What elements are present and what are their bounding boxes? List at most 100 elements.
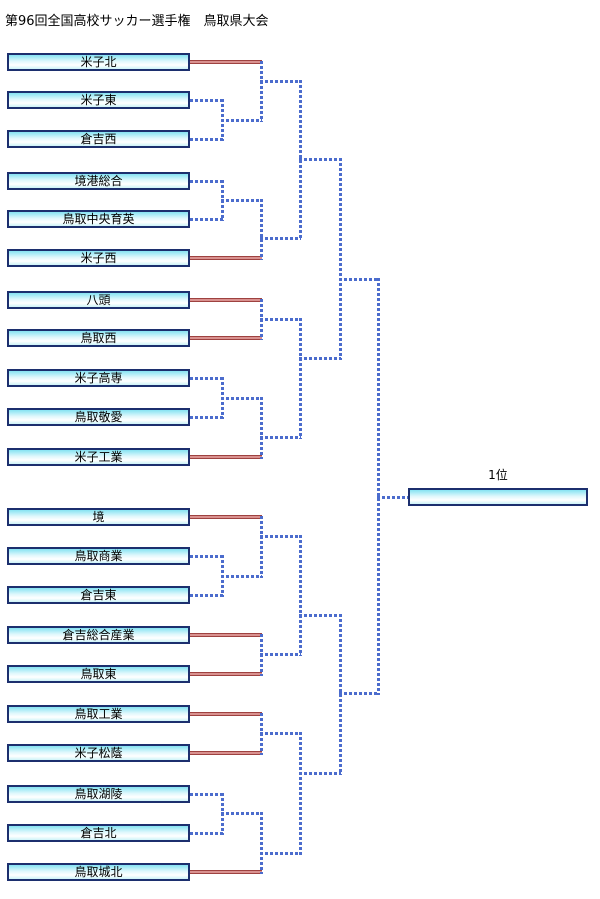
match-line-solid — [190, 60, 262, 64]
match-line-dotted — [190, 555, 223, 558]
bracket-vertical-dotted — [221, 555, 224, 597]
team-box: 倉吉総合産業 — [7, 626, 190, 644]
match-line-dotted — [190, 180, 223, 183]
first-place-label: 1位 — [488, 468, 508, 482]
bracket-vertical-dotted — [260, 61, 263, 122]
match-line-dotted — [299, 158, 341, 161]
team-box: 鳥取敬愛 — [7, 408, 190, 426]
bracket-vertical-dotted — [299, 732, 302, 855]
match-line-dotted — [221, 812, 262, 815]
match-line-dotted — [190, 138, 223, 141]
match-line-dotted — [190, 218, 223, 221]
champion-box — [408, 488, 588, 506]
match-line-dotted — [260, 80, 301, 83]
match-line-dotted — [339, 278, 379, 281]
match-line-dotted — [339, 692, 379, 695]
team-box: 鳥取湖陵 — [7, 785, 190, 803]
team-box: 鳥取商業 — [7, 547, 190, 565]
bracket-vertical-dotted — [260, 713, 263, 755]
bracket-vertical-dotted — [260, 397, 263, 459]
match-line-dotted — [221, 575, 262, 578]
team-name: 境 — [92, 510, 105, 524]
match-line-solid — [190, 633, 262, 637]
team-box: 倉吉東 — [7, 586, 190, 604]
match-line-dotted — [190, 99, 223, 102]
bracket-vertical-dotted — [299, 318, 302, 439]
team-box: 米子高専 — [7, 369, 190, 387]
match-line-solid — [190, 672, 262, 676]
bracket-vertical-dotted — [260, 812, 263, 874]
team-name: 鳥取敬愛 — [74, 410, 123, 424]
bracket-vertical-dotted — [260, 299, 263, 340]
team-name: 鳥取城北 — [74, 865, 123, 879]
bracket-vertical-dotted — [299, 80, 302, 240]
team-box: 米子工業 — [7, 448, 190, 466]
match-line-dotted — [260, 436, 301, 439]
team-name: 鳥取東 — [80, 667, 117, 681]
team-box: 八頭 — [7, 291, 190, 309]
team-box: 米子東 — [7, 91, 190, 109]
bracket-vertical-dotted — [221, 180, 224, 221]
bracket-vertical-dotted — [299, 535, 302, 656]
team-name: 鳥取工業 — [74, 707, 123, 721]
bracket-vertical-dotted — [377, 278, 380, 695]
team-name: 倉吉総合産業 — [62, 628, 135, 642]
team-box: 米子北 — [7, 53, 190, 71]
page-title: 第96回全国高校サッカー選手権 鳥取県大会 — [5, 14, 269, 29]
team-name: 米子北 — [80, 55, 117, 69]
match-line-dotted — [299, 357, 341, 360]
team-name: 米子東 — [80, 93, 117, 107]
team-box: 鳥取西 — [7, 329, 190, 347]
team-name: 境港総合 — [74, 174, 123, 188]
bracket-vertical-dotted — [260, 516, 263, 578]
match-line-dotted — [299, 772, 341, 775]
team-name: 鳥取湖陵 — [74, 787, 123, 801]
team-name: 米子西 — [80, 251, 117, 265]
bracket-vertical-dotted — [221, 377, 224, 419]
team-name: 鳥取商業 — [74, 549, 123, 563]
match-line-solid — [190, 455, 262, 459]
match-line-dotted — [260, 237, 301, 240]
team-box: 倉吉西 — [7, 130, 190, 148]
match-line-dotted — [260, 852, 301, 855]
match-line-solid — [190, 712, 262, 716]
team-name: 倉吉東 — [80, 588, 117, 602]
team-name: 鳥取西 — [80, 331, 117, 345]
team-name: 米子松蔭 — [74, 746, 123, 760]
match-line-dotted — [221, 397, 262, 400]
match-line-dotted — [190, 416, 223, 419]
match-line-dotted — [190, 377, 223, 380]
match-line-dotted — [190, 793, 223, 796]
team-box: 境 — [7, 508, 190, 526]
bracket-vertical-dotted — [260, 634, 263, 676]
team-name: 米子高専 — [74, 371, 123, 385]
team-box: 倉吉北 — [7, 824, 190, 842]
team-box: 米子西 — [7, 249, 190, 267]
team-name: 八頭 — [86, 293, 111, 307]
team-box: 鳥取城北 — [7, 863, 190, 881]
bracket-vertical-dotted — [221, 793, 224, 835]
match-line-dotted — [190, 832, 223, 835]
match-line-dotted — [260, 318, 301, 321]
team-name: 倉吉北 — [80, 826, 117, 840]
match-line-dotted — [260, 732, 301, 735]
match-line-dotted — [377, 496, 408, 499]
team-box: 境港総合 — [7, 172, 190, 190]
match-line-solid — [190, 870, 262, 874]
team-box: 米子松蔭 — [7, 744, 190, 762]
match-line-dotted — [190, 594, 223, 597]
team-box: 鳥取中央育英 — [7, 210, 190, 228]
match-line-solid — [190, 336, 262, 340]
team-box: 鳥取工業 — [7, 705, 190, 723]
match-line-dotted — [260, 535, 301, 538]
team-name: 倉吉西 — [80, 132, 117, 146]
match-line-solid — [190, 751, 262, 755]
match-line-dotted — [221, 119, 262, 122]
match-line-dotted — [260, 653, 301, 656]
bracket-vertical-dotted — [221, 99, 224, 141]
bracket-vertical-dotted — [260, 199, 263, 260]
bracket-vertical-dotted — [339, 158, 342, 360]
team-box: 鳥取東 — [7, 665, 190, 683]
match-line-solid — [190, 298, 262, 302]
